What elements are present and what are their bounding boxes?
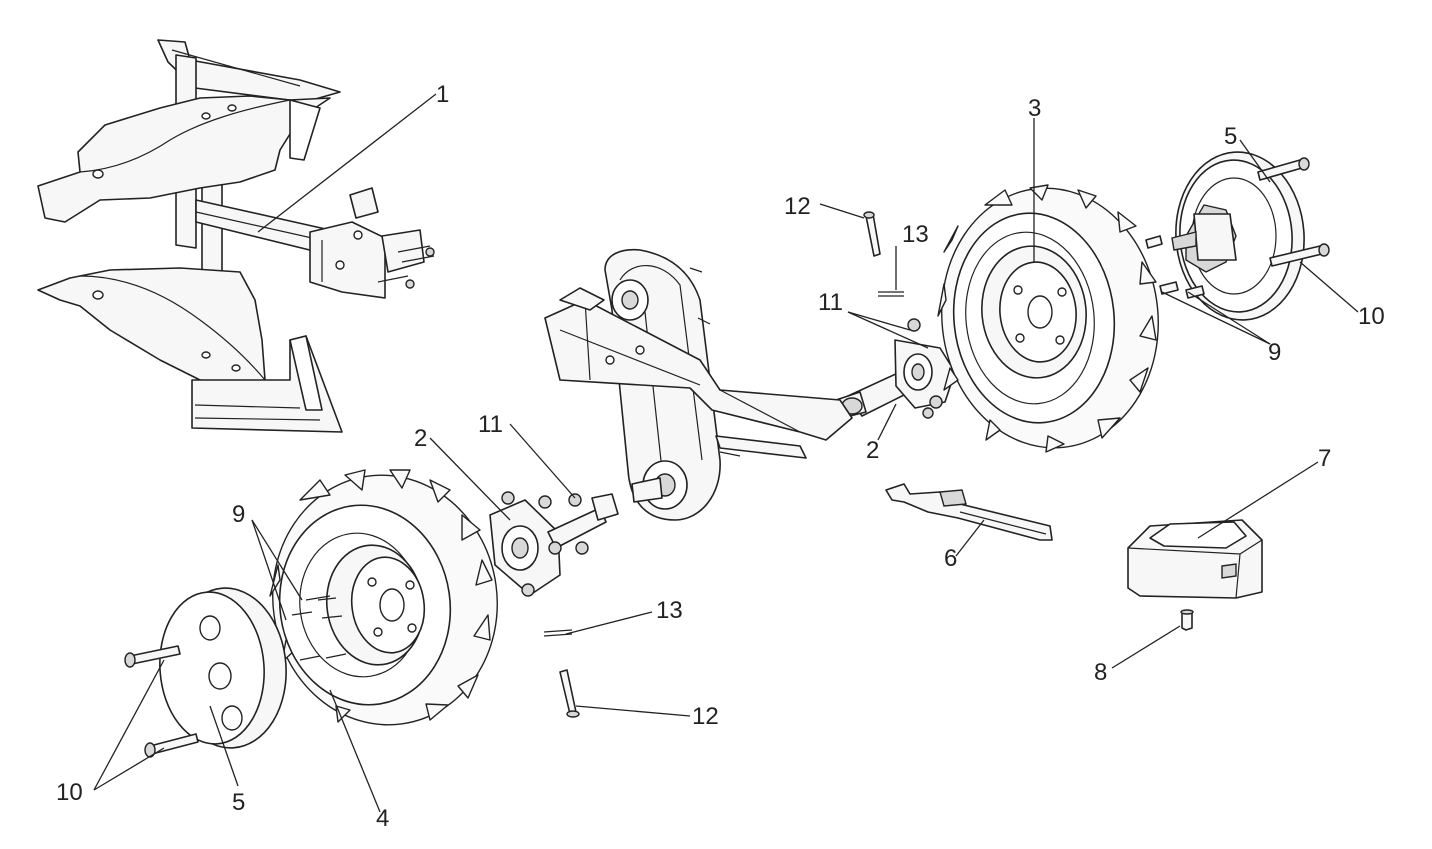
half-axle-left: [489, 491, 619, 597]
fixing-bolt: [1180, 609, 1194, 631]
chain-case-frame: [544, 248, 853, 521]
callout-9-right: 9: [1268, 339, 1281, 366]
callout-7: 7: [1318, 445, 1331, 472]
callout-2-left: 2: [414, 425, 427, 452]
callout-4: 4: [376, 805, 389, 832]
callout-5-right: 5: [1224, 123, 1237, 150]
callout-12-left: 12: [692, 703, 719, 730]
callout-10-left: 10: [56, 779, 83, 806]
spring-clip-left: [543, 629, 573, 637]
ballast-weight: [1127, 519, 1263, 599]
callout-3: 3: [1028, 95, 1041, 122]
callout-labels: 1 2 11 3 5 10 9 11 12 13 2 6 7 8 9 13 12…: [56, 81, 1385, 832]
callout-2-right: 2: [866, 437, 879, 464]
callout-13-right: 13: [902, 221, 929, 248]
bolts-right: [1257, 157, 1330, 267]
plough-assembly: [37, 39, 435, 433]
callout-13-left: 13: [656, 597, 683, 624]
callout-12-right: 12: [784, 193, 811, 220]
hub-cap-right: [1171, 151, 1305, 321]
callout-6: 6: [944, 545, 957, 572]
callout-8: 8: [1094, 659, 1107, 686]
callout-11-right: 11: [818, 289, 843, 316]
callout-9-left: 9: [232, 501, 245, 528]
pin-left: [559, 669, 580, 718]
half-axle-right: [835, 339, 956, 419]
wheel-right: [937, 184, 1159, 453]
studs-left: [317, 597, 347, 659]
wheel-left: [269, 469, 498, 726]
callout-1: 1: [436, 81, 449, 108]
pin-right: [863, 211, 881, 257]
hub-nuts-left: [538, 493, 589, 555]
hub-nuts-right: [907, 318, 943, 419]
callout-11-left: 11: [478, 411, 503, 438]
hitch-bar: [885, 483, 1053, 541]
spring-clip-right: [878, 291, 904, 297]
callout-10-right: 10: [1358, 303, 1385, 330]
studs-right: [1145, 235, 1205, 299]
hub-cap-left: [159, 587, 287, 749]
callout-5-left: 5: [232, 789, 245, 816]
leader-lines: [93, 93, 1359, 813]
